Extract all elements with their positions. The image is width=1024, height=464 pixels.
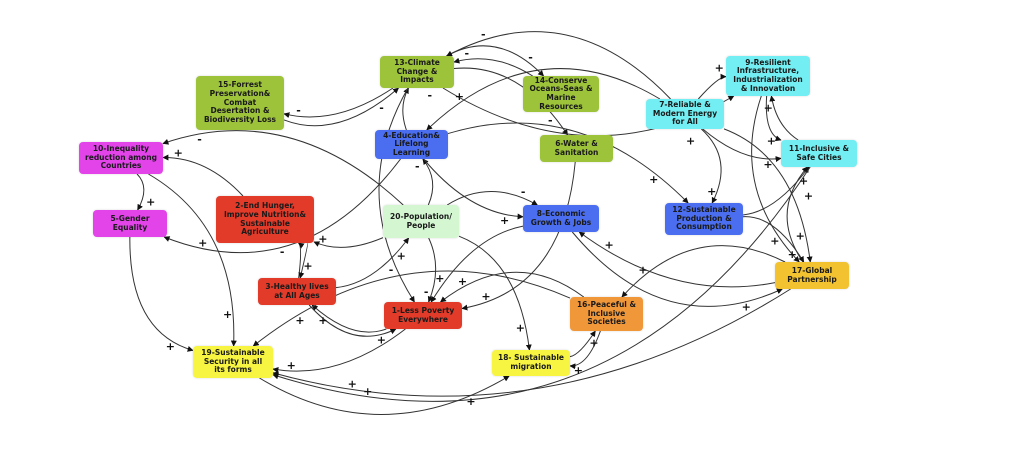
edge-8-to-1 (430, 225, 524, 303)
node-label: 1-Less Poverty Everywhere (391, 305, 455, 324)
edge-4-to-13 (402, 87, 409, 131)
edge-17-to-16 (621, 245, 786, 298)
edge-13-to-1 (378, 87, 415, 303)
edge-7-to-11 (702, 128, 782, 163)
node-label: 5-Gender Equality (110, 213, 150, 232)
edge-8-to-17 (571, 231, 783, 307)
edge-20-to-4 (422, 158, 434, 206)
node-label: 20-Population/ People (390, 211, 452, 230)
node-label: 9-Resilient Infrastructure, Industrializ… (733, 57, 803, 93)
edge-20-to-8 (446, 191, 538, 206)
node-goal-16[interactable]: 16-Peaceful & Inclusive Societies (570, 297, 643, 331)
node-goal-20[interactable]: 20-Population/ People (383, 205, 459, 238)
node-label: 13-Climate Change & Impacts (394, 58, 440, 85)
edge-16-to-19 (252, 270, 571, 347)
edge-9-to-17 (751, 95, 800, 263)
edge-9-to-11 (765, 95, 782, 142)
edge-20-to-2 (313, 237, 384, 248)
node-label: 16-Peaceful & Inclusive Societies (576, 300, 637, 327)
edge-7-to-4 (426, 68, 661, 131)
node-label: 6-Water & Sanitation (554, 138, 599, 157)
node-goal-7[interactable]: 7-Reliable & Modern Energy for All (646, 99, 724, 129)
node-label: 15-Forrest Preservation& Combat Desertat… (203, 80, 277, 124)
edge-2-to-3 (298, 242, 309, 279)
edge-17-to-8 (578, 231, 776, 288)
edge-20-to-18 (458, 235, 532, 351)
edge-6-to-1 (461, 161, 576, 311)
edge-20-to-1 (427, 237, 437, 303)
node-goal-2[interactable]: 2-End Hunger, Improve Nutrition& Sustain… (216, 196, 314, 243)
edge-10-to-19 (148, 173, 237, 347)
node-goal-15[interactable]: 15-Forrest Preservation& Combat Desertat… (196, 76, 284, 130)
node-label: 17-Global Partnership (787, 265, 837, 284)
node-goal-18[interactable]: 18- Sustainable migration (492, 350, 570, 376)
edge-14-to-13 (453, 57, 533, 77)
node-goal-10[interactable]: 10-Inequality reduction among Countries (79, 142, 163, 174)
edge-4-to-8 (423, 158, 524, 220)
edge-5-to-19 (129, 236, 194, 352)
node-goal-9[interactable]: 9-Resilient Infrastructure, Industrializ… (726, 56, 810, 96)
node-goal-11[interactable]: 11-Inclusive & Safe Cities (781, 140, 857, 167)
node-goal-8[interactable]: 8-Economic Growth & Jobs (523, 205, 599, 232)
edge-16-to-18 (569, 330, 601, 370)
node-goal-12[interactable]: 12-Sustainable Production & Consumption (665, 203, 743, 235)
node-goal-3[interactable]: 3-Healthy lives at All Ages (258, 278, 336, 305)
node-goal-4[interactable]: 4-Education& Lifelong Learning (375, 130, 448, 159)
node-label: 10-Inequality reduction among Countries (85, 144, 157, 171)
edge-13-to-15 (283, 87, 394, 119)
node-goal-17[interactable]: 17-Global Partnership (775, 262, 849, 289)
node-label: 19-Sustainable Security in all its forms (201, 348, 265, 375)
edge-15-to-13 (283, 87, 399, 127)
edge-3-to-20 (335, 237, 410, 289)
node-goal-6[interactable]: 6-Water & Sanitation (540, 135, 613, 162)
edge-1-to-3 (311, 304, 387, 333)
node-label: 8-Economic Growth & Jobs (530, 208, 592, 227)
edge-12-to-11 (742, 166, 810, 216)
edge-12-to-17 (742, 216, 805, 263)
node-label: 3-Healthy lives at All Ages (265, 281, 329, 300)
node-label: 11-Inclusive & Safe Cities (788, 143, 850, 162)
node-label: 14-Conserve Oceans-Seas & Marine Resourc… (529, 76, 593, 111)
node-label: 18- Sustainable migration (497, 353, 564, 371)
edge-11-to-9 (769, 95, 799, 141)
edge-1-to-19 (272, 328, 406, 373)
edge-20-to-10 (162, 130, 404, 206)
node-goal-1[interactable]: 1-Less Poverty Everywhere (384, 302, 462, 329)
edge-3-to-1 (308, 304, 397, 337)
node-label: 12-Sustainable Production & Consumption (672, 205, 736, 232)
edge-10-to-5 (136, 173, 145, 211)
edge-17-to-19 (272, 288, 791, 397)
node-label: 2-End Hunger, Improve Nutrition& Sustain… (223, 201, 307, 237)
edge-4-to-12 (447, 122, 689, 204)
edge-7-to-9 (697, 73, 727, 100)
edge-7-to-12 (701, 128, 722, 204)
edge-16-to-1 (439, 271, 585, 303)
edge-18-to-16 (569, 330, 596, 358)
edge-7-to-17 (723, 128, 813, 263)
node-label: 4-Education& Lifelong Learning (383, 130, 440, 157)
edge-13-to-6 (453, 67, 569, 136)
node-label: 7-Reliable & Modern Energy for All (652, 100, 718, 127)
node-goal-5[interactable]: 5-Gender Equality (93, 210, 167, 237)
edge-3-to-2 (297, 242, 305, 279)
node-goal-14[interactable]: 14-Conserve Oceans-Seas & Marine Resourc… (523, 76, 599, 112)
edge-2-to-10 (162, 154, 244, 197)
edge-7-to-13 (446, 31, 671, 100)
edge-11-to-19 (272, 166, 811, 402)
node-goal-19[interactable]: 19-Sustainable Security in all its forms (193, 346, 273, 378)
edge-19-to-18 (259, 375, 510, 415)
node-goal-13[interactable]: 13-Climate Change & Impacts (380, 56, 454, 88)
edge-4-to-5 (163, 158, 401, 254)
